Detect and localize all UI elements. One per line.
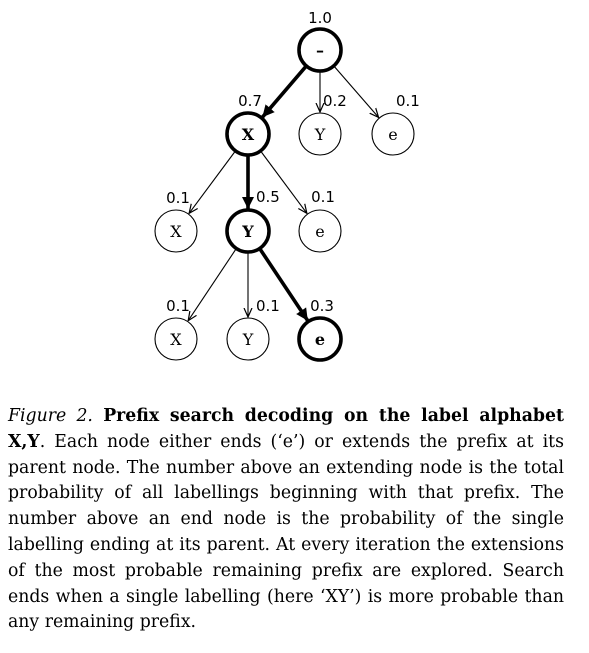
tree-node-n9: e 0.3: [297, 297, 343, 362]
figure-caption-body: . Each node either ends (‘e’) or extends…: [8, 431, 564, 633]
node-circle: [226, 317, 270, 361]
node-symbol-label: e: [388, 125, 397, 144]
node-symbol-label: Y: [242, 330, 254, 349]
tree-node-n5: Y0.5: [225, 188, 280, 254]
tree-node-n8: Y0.1: [226, 297, 280, 361]
figure-label: Figure 2.: [8, 406, 93, 426]
edge-n5-n7: [188, 248, 237, 320]
figure-caption: Figure 2. Prefix search decoding on the …: [8, 404, 564, 636]
tree-node-n2: Y 0.2: [298, 92, 347, 156]
tree-node-n7: X 0.1: [154, 297, 198, 361]
node-symbol-label: X: [170, 330, 182, 349]
node-probability-label: 0.7: [238, 92, 262, 110]
node-circle: [154, 317, 198, 361]
node-symbol-label: X: [170, 222, 182, 241]
node-symbol-label: Y: [241, 222, 254, 241]
figure-title: Prefix search decoding on the label alph…: [8, 406, 564, 452]
node-probability-label: 1.0: [308, 9, 332, 27]
prefix-search-tree-diagram: –1.0X0.7Y0.2e0.1X0.1Y0.5e0.1X0.1Y0.1e0.3: [154, 9, 420, 362]
node-probability-label: 0.1: [311, 188, 335, 206]
node-probability-label: 0.1: [396, 92, 420, 110]
node-symbol-label: X: [242, 125, 255, 144]
node-probability-label: 0.1: [166, 297, 190, 315]
edge-root-n1: [260, 64, 308, 119]
tree-node-root: – 1.0: [297, 9, 343, 73]
node-circle: [225, 111, 271, 157]
edge-n5-n9: [258, 247, 310, 322]
node-symbol-label: e: [315, 222, 324, 241]
edge-n1-n4: [189, 150, 236, 213]
tree-node-n6: e 0.1: [298, 188, 342, 253]
node-symbol-label: –: [316, 41, 324, 60]
node-circle: [225, 208, 271, 254]
tree-node-n1: X 0.7: [225, 92, 271, 157]
node-probability-label: 0.2: [323, 92, 347, 110]
node-circle: [298, 209, 342, 253]
edge-root-n3: [333, 65, 379, 118]
node-circle: [297, 316, 343, 362]
node-probability-label: 0.3: [310, 297, 334, 315]
node-circle: [371, 112, 415, 156]
tree-node-n4: X 0.1: [154, 189, 198, 253]
tree-node-n3: e 0.1: [371, 92, 420, 156]
edge-n1-n6: [260, 150, 307, 213]
node-probability-label: 0.1: [256, 297, 280, 315]
node-probability-label: 0.1: [166, 189, 190, 207]
node-symbol-label: Y: [314, 125, 326, 144]
node-circle: [154, 209, 198, 253]
node-probability-label: 0.5: [256, 188, 280, 206]
node-symbol-label: e: [315, 330, 325, 349]
node-circle: [297, 27, 343, 73]
node-circle: [298, 112, 342, 156]
